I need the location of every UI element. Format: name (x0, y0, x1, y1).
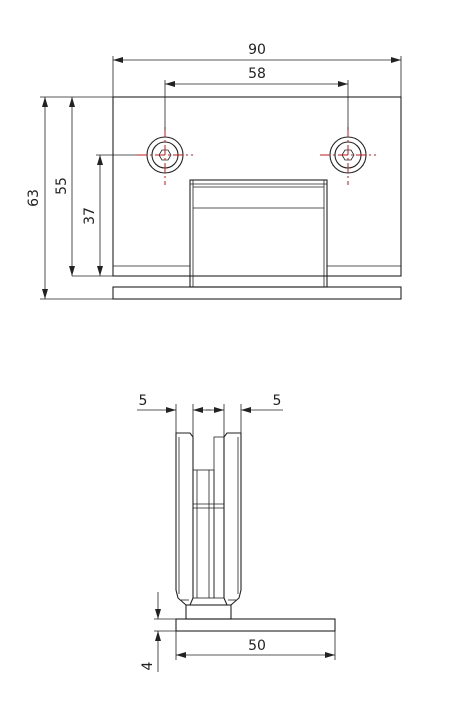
dim-base-thickness: 4 (140, 592, 176, 672)
side-left-jaw (175, 432, 194, 606)
dim-label-4: 4 (140, 661, 156, 670)
right-hole (320, 127, 376, 185)
side-base-plate (175, 618, 336, 632)
dim-overall-height: 63 (26, 96, 113, 300)
dim-hole-height: 37 (82, 154, 137, 276)
dim-base-width: 50 (175, 631, 336, 660)
front-plate (112, 96, 402, 277)
side-view: 5 5 50 4 (137, 393, 336, 672)
side-gasket-left (192, 469, 215, 599)
dim-label-55: 55 (54, 177, 70, 195)
dim-left-gap: 5 (137, 393, 211, 437)
front-base-plate (112, 286, 402, 300)
dim-label-50: 50 (248, 638, 266, 654)
front-clamp-body (189, 179, 328, 288)
dim-body-height: 55 (54, 97, 113, 277)
dim-label-right-5: 5 (273, 393, 282, 409)
dim-label-63: 63 (26, 189, 42, 207)
dim-label-37: 37 (82, 207, 98, 225)
dim-label-58: 58 (248, 66, 266, 82)
side-right-jaw (223, 432, 242, 606)
dim-label-90: 90 (248, 42, 266, 58)
dim-hole-spacing: 58 (164, 66, 349, 130)
front-view: 90 58 63 55 37 (26, 42, 402, 300)
side-neck (185, 604, 232, 620)
dim-label-left-5: 5 (139, 393, 148, 409)
dim-overall-width: 90 (112, 42, 402, 97)
left-hole (137, 127, 193, 185)
side-gasket-right (213, 436, 225, 599)
dim-right-gap: 5 (206, 393, 283, 437)
